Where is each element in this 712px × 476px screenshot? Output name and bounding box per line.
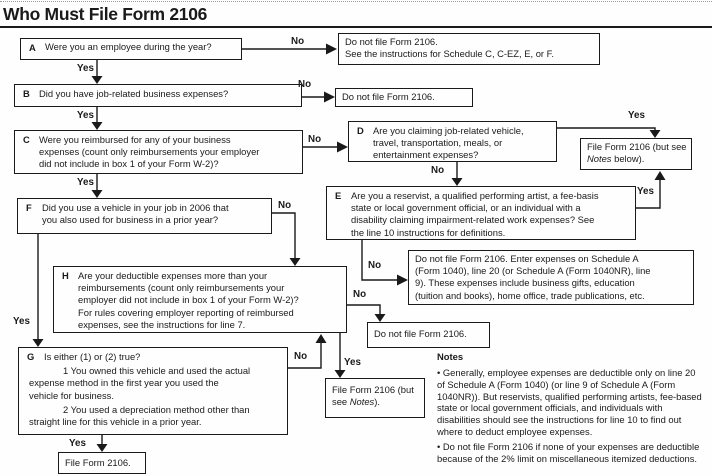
notes-reference-italic: Notes (587, 153, 612, 165)
question-box-d: D Are you claiming job-related vehicle,t… (348, 121, 557, 162)
notes-section: Notes • Generally, employee expenses are… (437, 351, 703, 465)
connector-d-no (451, 162, 463, 186)
question-text-f: Did you use a vehicle in your job in 200… (42, 202, 229, 226)
outcome-text: Do not file Form 2106. (342, 91, 435, 102)
label-g-yes: Yes (69, 438, 86, 449)
question-box-c: C Were you reimbursed for any of your bu… (14, 130, 303, 174)
title-underline (0, 26, 712, 28)
question-letter-h: H (62, 270, 69, 281)
question-text-d: Are you claiming job-related vehicle,tra… (373, 125, 524, 161)
label-h-yes: Yes (344, 357, 361, 368)
question-box-a: A Were you an employee during the year? (20, 38, 242, 60)
notes-heading: Notes (437, 351, 464, 362)
label-c-no: No (308, 134, 322, 145)
question-letter-g: G (27, 351, 35, 362)
outcome-box-do-not-file-1: Do not file Form 2106. (335, 88, 473, 107)
question-text-h: Are your deductible expenses more than y… (78, 270, 299, 330)
outcome-box-file-form-2106-notes-below: File Form 2106 (but see Notes below). (580, 138, 692, 170)
question-box-g: G Is either (1) or (2) true?1 You owned … (18, 347, 288, 435)
outcome-text: File Form 2106 (but see (587, 141, 687, 152)
connector-g-yes (96, 435, 108, 452)
outcome-text: below). (611, 153, 645, 165)
outcome-box-do-not-file-2: Do not file Form 2106. (367, 322, 490, 348)
outcome-text: ). (374, 396, 380, 408)
label-a-yes: Yes (77, 63, 94, 74)
question-letter-f: F (26, 202, 32, 213)
connector-b-no (302, 91, 335, 103)
label-f-no: No (278, 200, 292, 211)
question-letter-c: C (23, 134, 30, 145)
outcome-text: File Form 2106. (65, 457, 131, 468)
outcome-text: Do not file Form 2106. (374, 328, 467, 339)
label-f-yes: Yes (13, 316, 30, 327)
question-box-h: H Are your deductible expenses more than… (53, 266, 347, 333)
label-b-yes: Yes (77, 110, 94, 121)
label-c-yes: Yes (77, 177, 94, 188)
outcome-box-file-form-2106: File Form 2106. (58, 452, 146, 474)
label-h-no: No (353, 289, 367, 300)
outcome-text: Do not file Form 2106.See the instructio… (345, 36, 554, 60)
page-cut-line (0, 1, 712, 2)
connector-a-no (242, 43, 337, 55)
connector-c-no (303, 141, 348, 153)
question-letter-a: A (29, 42, 36, 53)
connector-b-yes (91, 107, 103, 130)
label-d-no: No (431, 165, 445, 176)
question-text-a: Were you an employee during the year? (45, 41, 212, 52)
page-title: Who Must File Form 2106 (3, 4, 208, 24)
connector-a-yes (91, 60, 103, 84)
question-text-g: Is either (1) or (2) true?1 You owned th… (29, 351, 251, 428)
connector-h-no (347, 304, 386, 322)
question-text-b: Did you have job-related business expens… (39, 88, 229, 99)
question-box-e: E Are you a reservist, a qualified perfo… (326, 186, 636, 240)
question-box-f: F Did you use a vehicle in your job in 2… (17, 198, 272, 234)
notes-bullet-1: • Generally, employee expenses are deduc… (437, 367, 702, 437)
outcome-box-do-not-file-schedules: Do not file Form 2106.See the instructio… (338, 33, 600, 65)
connector-e-yes (636, 171, 666, 209)
label-e-no: No (368, 260, 382, 271)
label-b-no: No (298, 79, 312, 90)
notes-reference-italic: Notes (349, 396, 375, 408)
connector-d-yes (557, 127, 661, 138)
connector-h-yes (334, 333, 346, 378)
question-letter-b: B (23, 88, 30, 99)
label-a-no: No (291, 36, 305, 47)
question-letter-d: D (357, 125, 364, 136)
connector-f-no (272, 212, 301, 266)
label-g-no: No (294, 351, 308, 362)
connector-c-yes (91, 174, 103, 198)
outcome-text: File Form 2106 (but see (332, 384, 414, 408)
question-text-c: Were you reimbursed for any of your busi… (39, 134, 260, 170)
question-box-b: B Did you have job-related business expe… (14, 84, 302, 107)
connector-f-yes (32, 234, 44, 347)
question-letter-e: E (335, 190, 342, 201)
outcome-text: Do not file Form 2106. Enter expenses on… (415, 253, 651, 301)
label-e-yes: Yes (637, 186, 654, 197)
question-text-e: Are you a reservist, a qualified perform… (351, 190, 599, 238)
outcome-box-file-form-2106-notes: File Form 2106 (but see Notes). (325, 378, 425, 418)
connector-e-no (361, 240, 408, 286)
outcome-box-schedule-a: Do not file Form 2106. Enter expenses on… (408, 250, 694, 305)
label-d-yes: Yes (628, 110, 645, 121)
connector-g-no (288, 334, 327, 369)
notes-bullet-2: • Do not file Form 2106 if none of your … (437, 441, 700, 465)
